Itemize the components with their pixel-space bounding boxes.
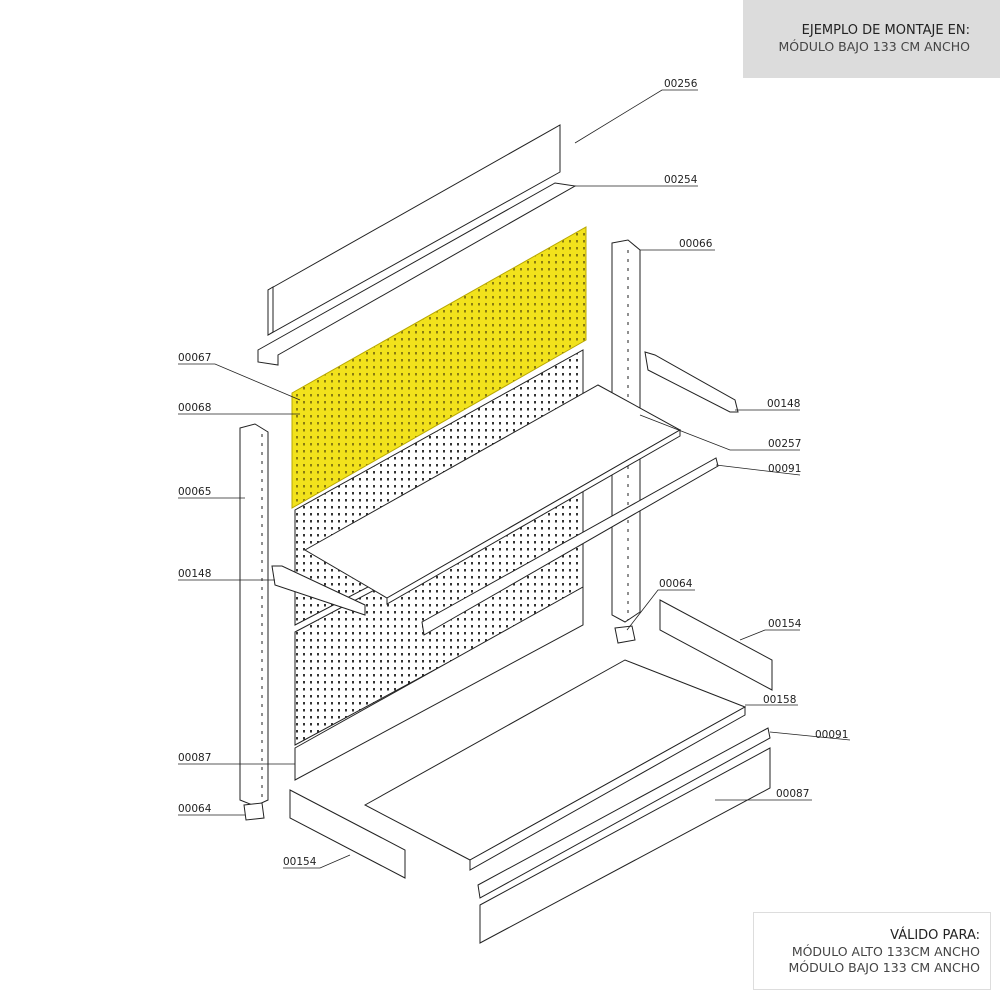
base-leg-left-00154 [289, 789, 406, 879]
label-00087-left: 00087 [178, 752, 211, 764]
label-00254: 00254 [664, 174, 698, 186]
label-00064-right: 00064 [659, 578, 693, 590]
label-00148-left: 00148 [178, 568, 211, 580]
label-00064-left: 00064 [178, 803, 212, 815]
valid-line-1: MÓDULO ALTO 133CM ANCHO [791, 944, 980, 959]
foot-right-00064 [614, 625, 636, 644]
label-00091-lower: 00091 [815, 729, 848, 741]
label-00154-right: 00154 [768, 618, 802, 630]
base-leg-right-00154 [659, 599, 773, 691]
example-title: EJEMPLO DE MONTAJE EN: [801, 23, 970, 38]
example-assembly-box: EJEMPLO DE MONTAJE EN: MÓDULO BAJO 133 C… [743, 0, 1000, 78]
label-00148-right: 00148 [767, 398, 800, 410]
kick-panel-front-00087 [479, 747, 771, 944]
top-panel-edge [267, 286, 274, 336]
top-shelf-00254 [257, 182, 577, 366]
label-00065: 00065 [178, 486, 211, 498]
label-00091-upper: 00091 [768, 463, 801, 475]
label-00257: 00257 [768, 438, 801, 450]
upright-left-00065 [239, 423, 269, 807]
label-00154-left: 00154 [283, 856, 317, 868]
valid-for-box: VÁLIDO PARA: MÓDULO ALTO 133CM ANCHO MÓD… [753, 912, 991, 990]
foot-left-00064 [243, 802, 265, 821]
price-strip-00091 [421, 457, 719, 636]
label-00256: 00256 [664, 78, 698, 90]
highlighted-pegboard-00067 [291, 226, 587, 509]
label-00066: 00066 [679, 238, 713, 250]
valid-line-2: MÓDULO BAJO 133 CM ANCHO [788, 960, 980, 975]
base-shelf-edge [469, 706, 746, 871]
shelf-front-edge [386, 429, 681, 605]
bracket-right-00148 [644, 351, 739, 413]
part-labels: 00256 00254 00066 00067 00068 00148 0025… [178, 78, 848, 868]
bracket-left-00148 [271, 565, 366, 616]
kick-panel-back [294, 586, 584, 781]
label-00068: 00068 [178, 402, 211, 414]
label-00067: 00067 [178, 352, 211, 364]
example-subtitle: MÓDULO BAJO 133 CM ANCHO [778, 39, 970, 54]
price-strip-lower-00091 [477, 727, 771, 899]
leader-lines [178, 89, 851, 869]
label-00087-right: 00087 [776, 788, 809, 800]
valid-title: VÁLIDO PARA: [890, 928, 980, 943]
label-00158: 00158 [763, 694, 796, 706]
